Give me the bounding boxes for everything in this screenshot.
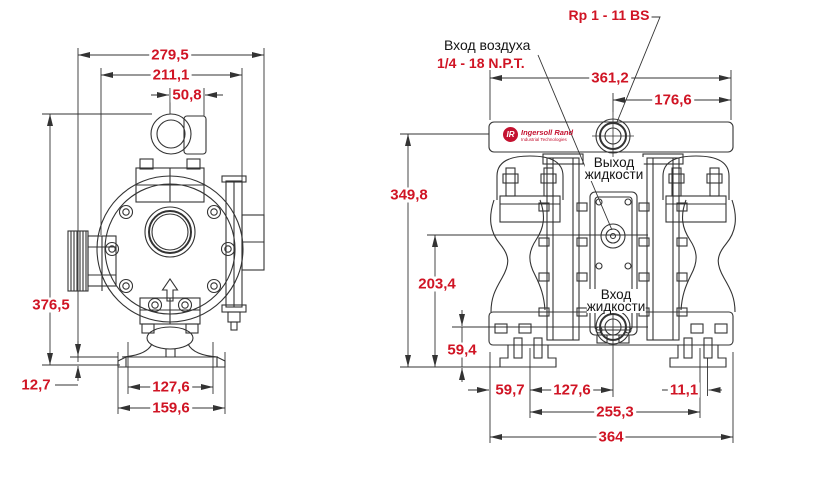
fluid-inlet-line2: жидкости xyxy=(586,299,646,314)
fluid-outlet-line2: жидкости xyxy=(584,167,644,182)
dim-front-valve-height: 203,4 xyxy=(416,275,458,293)
front-view-drawing xyxy=(488,112,736,368)
dim-front-foot-to-center: 127,6 xyxy=(551,381,593,399)
fluid-outlet-label: Выход жидкости xyxy=(584,155,644,182)
fluid-outlet-line1: Выход xyxy=(593,155,635,170)
brand-logo: IR Ingersoll Rand Industrial Technologie… xyxy=(503,127,573,142)
dim-front-foot-spacing: 255,3 xyxy=(594,403,636,421)
dim-side-base-width: 159,6 xyxy=(150,399,192,417)
dim-side-base-thickness: 12,7 xyxy=(19,376,53,394)
thread-spec-leader xyxy=(616,16,661,123)
air-inlet-thread-label: 1/4 - 18 N.P.T. xyxy=(437,55,525,71)
ir-logo-icon: IR xyxy=(503,127,518,142)
top-port-thread-label: Rp 1 - 11 BS xyxy=(566,7,652,23)
fluid-inlet-label: Вход жидкости xyxy=(586,287,646,314)
fluid-inlet-line1: Вход xyxy=(600,287,632,302)
side-view-drawing xyxy=(67,113,265,368)
dim-front-edge-to-foot: 59,7 xyxy=(493,381,527,399)
dim-side-valve-offset: 50,8 xyxy=(170,86,204,104)
brand-tagline: Industrial Technologies xyxy=(521,137,567,142)
brand-name: Ingersoll Rand xyxy=(521,128,574,137)
dim-side-overall-height: 376,5 xyxy=(30,296,72,314)
dim-side-flange-width: 211,1 xyxy=(150,66,192,84)
dim-side-hole-spacing: 127,6 xyxy=(150,378,192,396)
dim-front-body-height: 349,8 xyxy=(388,186,430,204)
dim-front-inlet-height: 59,4 xyxy=(445,341,479,359)
dim-front-foot-offset: 11,1 xyxy=(667,381,701,399)
dim-front-top-width: 361,2 xyxy=(589,69,631,87)
dim-front-overall-width: 364 xyxy=(596,428,626,446)
dim-side-overall-width: 279,5 xyxy=(149,46,191,64)
air-inlet-label: Вход воздуха xyxy=(444,37,531,53)
dim-front-port-to-edge: 176,6 xyxy=(652,91,694,109)
air-inlet-leader xyxy=(537,54,613,231)
